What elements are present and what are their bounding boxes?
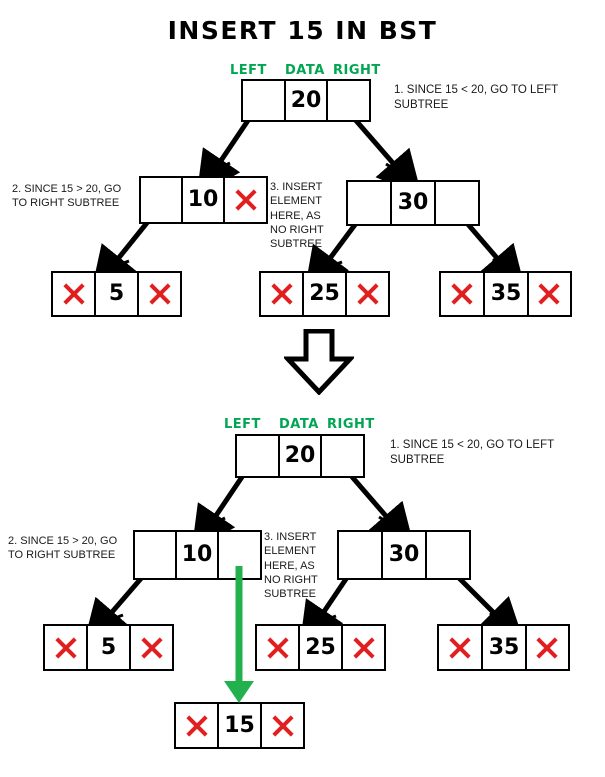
node-left-pointer-cell: [176, 704, 217, 747]
node-10-bottom[interactable]: 10: [133, 530, 262, 580]
node-15-inserted[interactable]: 15: [174, 702, 305, 749]
node-data-cell: 25: [302, 273, 347, 315]
null-x-icon: [61, 281, 87, 307]
null-x-icon: [265, 635, 291, 661]
node-30-bottom[interactable]: 30: [337, 530, 471, 580]
null-x-icon: [53, 635, 79, 661]
note-3-bottom: 3. INSERT ELEMENT HERE, AS NO RIGHT SUBT…: [264, 531, 318, 601]
column-header-left-bottom: LEFT: [224, 417, 261, 432]
node-left-pointer-cell: [439, 626, 481, 669]
node-35-top[interactable]: 35: [439, 271, 572, 317]
node-data-cell: 20: [277, 436, 323, 476]
note-3-top: 3. INSERT ELEMENT HERE, AS NO RIGHT SUBT…: [270, 181, 324, 251]
note-1-bottom: 1. SINCE 15 < 20, GO TO LEFT SUBTREE: [390, 439, 554, 466]
column-header-right-top: RIGHT: [333, 63, 381, 78]
node-left-pointer-cell: [261, 273, 302, 315]
node-data-cell: 35: [483, 273, 529, 315]
node-right-pointer-cell: [529, 273, 570, 315]
node-right-pointer-cell: [131, 626, 172, 669]
null-x-icon: [184, 713, 210, 739]
edge-30-to-35-bottom: [455, 574, 525, 644]
node-right-pointer-cell: [347, 273, 388, 315]
null-x-icon: [447, 635, 473, 661]
node-left-pointer-cell: [441, 273, 483, 315]
node-root-20-bottom[interactable]: 20: [235, 434, 365, 478]
node-30-top[interactable]: 30: [346, 180, 480, 226]
node-35-bottom[interactable]: 35: [437, 624, 570, 671]
node-data-cell: 25: [298, 626, 343, 669]
node-right-pointer-cell: [427, 532, 469, 578]
node-left-pointer-cell: [53, 273, 94, 315]
null-x-icon: [534, 635, 560, 661]
edge-root-to-10-bottom: [191, 469, 249, 553]
null-x-icon: [536, 281, 562, 307]
node-right-pointer-cell: [219, 532, 260, 578]
node-left-pointer-cell: [243, 81, 284, 120]
node-left-pointer-cell: [339, 532, 381, 578]
node-left-pointer-cell: [257, 626, 298, 669]
node-right-pointer-cell: [322, 436, 363, 476]
node-data-cell: 35: [481, 626, 527, 669]
node-left-pointer-cell: [237, 436, 278, 476]
null-x-icon: [269, 281, 295, 307]
edge-root-to-30-top: [350, 114, 422, 197]
node-25-top[interactable]: 25: [259, 271, 390, 317]
node-data-cell: 30: [390, 182, 436, 224]
node-left-pointer-cell: [348, 182, 390, 224]
note-2-top: 2. SINCE 15 > 20, GO TO RIGHT SUBTREE: [12, 183, 122, 210]
node-data-cell: 10: [174, 532, 220, 578]
node-data-cell: 5: [86, 626, 131, 669]
null-x-icon: [147, 281, 173, 307]
node-25-bottom[interactable]: 25: [255, 624, 386, 671]
column-header-data-bottom: DATA: [279, 417, 319, 432]
node-data-cell: 30: [381, 532, 427, 578]
null-x-icon: [270, 713, 296, 739]
node-5-top[interactable]: 5: [51, 271, 182, 317]
note-2-bottom: 2. SINCE 15 > 20, GO TO RIGHT SUBTREE: [8, 535, 118, 562]
edge-10-to-5-bottom: [83, 573, 146, 646]
node-data-cell: 20: [283, 81, 329, 120]
column-header-left-top: LEFT: [230, 63, 267, 78]
edge-10-to-5-top: [91, 217, 152, 293]
note-1-top: 1. SINCE 15 < 20, GO TO LEFT SUBTREE: [394, 84, 558, 111]
node-data-cell: 5: [94, 273, 139, 315]
node-left-pointer-cell: [135, 532, 175, 578]
column-header-data-top: DATA: [285, 63, 325, 78]
edge-root-to-10-top: [196, 114, 254, 198]
edge-root-to-30-bottom: [345, 469, 415, 550]
null-x-icon: [233, 187, 259, 213]
node-right-pointer-cell: [262, 704, 303, 747]
null-x-icon: [139, 635, 165, 661]
null-x-icon: [351, 635, 377, 661]
node-right-pointer-cell: [328, 81, 369, 120]
null-x-icon: [355, 281, 381, 307]
node-right-pointer-cell: [343, 626, 384, 669]
node-root-20-top[interactable]: 20: [241, 79, 371, 122]
edge-30-to-35-top: [464, 220, 526, 292]
green-insert-arrow: [224, 566, 254, 703]
node-data-cell: 10: [180, 178, 226, 222]
node-right-pointer-cell: [139, 273, 180, 315]
node-right-pointer-cell: [225, 178, 266, 222]
null-x-icon: [449, 281, 475, 307]
node-left-pointer-cell: [141, 178, 181, 222]
column-header-right-bottom: RIGHT: [327, 417, 375, 432]
node-10-top[interactable]: 10: [139, 176, 268, 224]
node-right-pointer-cell: [436, 182, 478, 224]
node-right-pointer-cell: [527, 626, 568, 669]
page-title: INSERT 15 IN BST: [167, 16, 438, 45]
node-left-pointer-cell: [45, 626, 86, 669]
node-data-cell: 15: [217, 704, 262, 747]
node-5-bottom[interactable]: 5: [43, 624, 174, 671]
big-down-arrow-icon: [284, 329, 354, 395]
